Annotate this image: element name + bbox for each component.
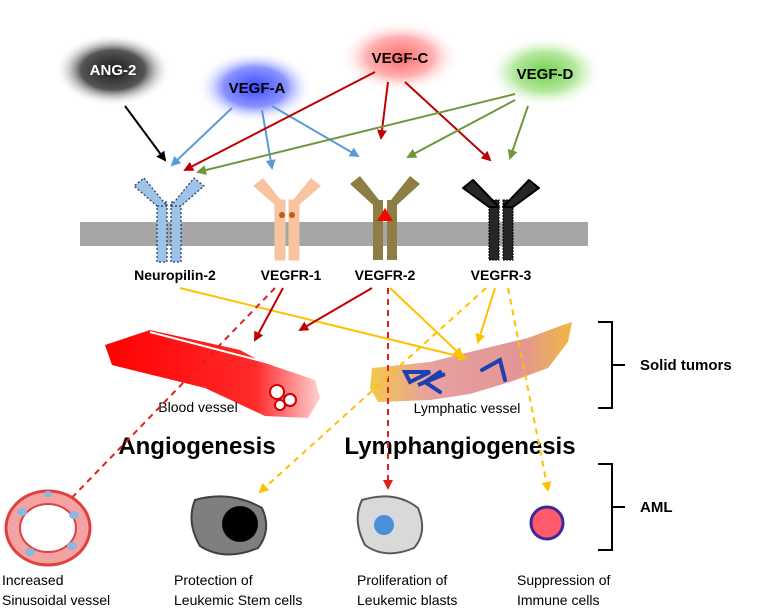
ligand-ang2-label: ANG-2 xyxy=(90,62,137,79)
arrow-vegfa-vegfr1 xyxy=(261,109,276,170)
outcome-2-line-2: Leukemic Stem cells xyxy=(174,592,302,608)
ligand-vegfa: VEGF-A xyxy=(197,51,313,123)
arrow-vegfr3-stem-cells xyxy=(258,287,487,494)
arrow-vegfc-nrp2 xyxy=(183,71,376,171)
immune-cell-illustration xyxy=(529,505,565,541)
solid-tumors-label: Solid tumors xyxy=(640,357,732,374)
aml-label: AML xyxy=(640,499,673,516)
arrow-nrp2-lymphatic xyxy=(179,287,468,361)
arrow-vegfc-vegfr3 xyxy=(404,81,492,162)
leukemic-blast-illustration xyxy=(356,495,424,555)
receptor-label-vegfr3: VEGFR-3 xyxy=(471,267,532,283)
vegfr2-ligand-bound-marker xyxy=(377,208,393,221)
outcome-3-line-2: Leukemic blasts xyxy=(357,592,457,608)
lymphatic-vessel-label: Lymphatic vessel xyxy=(414,400,521,416)
outcome-4-line-2: Immune cells xyxy=(517,592,599,608)
sinusoidal-vessel-illustration xyxy=(4,489,92,567)
outcome-leukemic-blasts: Proliferation of Leukemic blasts xyxy=(357,572,457,608)
receptor-neuropilin-2 xyxy=(133,177,205,263)
ligand-vegfd-label: VEGF-D xyxy=(517,66,574,83)
ligand-vegfd: VEGF-D xyxy=(487,36,603,108)
arrow-vegfr3-immune xyxy=(507,287,552,492)
arrow-vegfc-vegfr2 xyxy=(377,81,389,140)
arrow-vegfr2-lymphatic xyxy=(389,287,464,358)
outcome-sinusoidal-vessel: Increased Sinusoidal vessel xyxy=(2,572,110,608)
arrow-ang2-nrp2 xyxy=(124,105,167,162)
ligand-vegfc: VEGF-C xyxy=(340,21,460,93)
outcome-leukemic-stem-cells: Protection of Leukemic Stem cells xyxy=(174,572,302,608)
lymphangiogenesis-title: Lymphangiogenesis xyxy=(344,433,575,460)
leukemic-stem-cell-illustration xyxy=(190,495,268,556)
receptor-vegfr2 xyxy=(350,176,420,260)
blood-vessel-illustration xyxy=(105,330,320,418)
arrow-vegfa-vegfr2 xyxy=(271,105,360,158)
angiogenesis-title: Angiogenesis xyxy=(118,433,275,460)
receptor-vegfr3 xyxy=(462,179,540,261)
arrow-vegfr3-lymphatic xyxy=(475,287,496,344)
arrow-vegfd-nrp2 xyxy=(196,93,516,175)
ligand-receptor-arrows xyxy=(124,71,529,175)
arrow-vegfd-vegfr2 xyxy=(406,99,516,158)
arrow-vegfr2-blood xyxy=(298,287,373,332)
arrow-vegfd-vegfr3 xyxy=(507,105,529,160)
receptor-label-neuropilin-2: Neuropilin-2 xyxy=(134,267,216,283)
bracket-solid-tumors xyxy=(598,321,625,409)
outcome-1-line-2: Sinusoidal vessel xyxy=(2,592,110,608)
outcome-2-line-1: Protection of xyxy=(174,572,253,588)
blood-vessel-label: Blood vessel xyxy=(158,399,237,415)
outcome-1-line-1: Increased xyxy=(2,572,63,588)
ligand-ang2: ANG-2 xyxy=(55,34,171,106)
receptor-label-vegfr2: VEGFR-2 xyxy=(355,267,416,283)
receptor-outcome-arrows xyxy=(58,287,552,512)
outcome-3-line-1: Proliferation of xyxy=(357,572,447,588)
ligand-vegfa-label: VEGF-A xyxy=(229,80,286,97)
arrow-vegfa-nrp2 xyxy=(170,107,233,167)
receptor-vegfr1 xyxy=(253,178,321,261)
outcome-immune-cells: Suppression of Immune cells xyxy=(517,572,614,608)
bracket-aml xyxy=(598,463,625,551)
outcome-4-line-1: Suppression of xyxy=(517,572,611,588)
receptor-label-vegfr1: VEGFR-1 xyxy=(261,267,322,283)
arrow-vegfr1-sinusoidal xyxy=(58,287,276,512)
lymphatic-vessel-illustration xyxy=(370,322,572,402)
arrow-vegfr1-blood xyxy=(254,287,284,342)
ligand-vegfc-label: VEGF-C xyxy=(372,50,429,67)
